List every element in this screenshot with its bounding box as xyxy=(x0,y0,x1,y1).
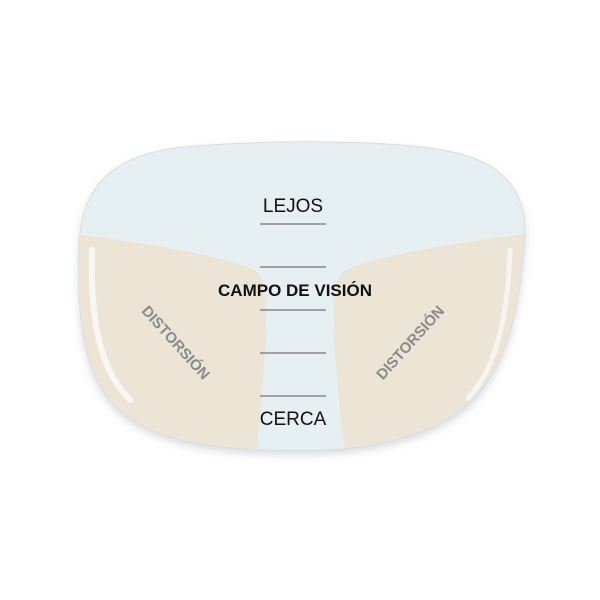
vision-corridor xyxy=(256,300,346,450)
far-label: LEJOS xyxy=(263,196,323,217)
distortion-zone xyxy=(79,232,525,450)
field-of-vision-label: CAMPO DE VISIÓN xyxy=(218,281,372,300)
near-label: CERCA xyxy=(260,409,327,430)
lens-highlight xyxy=(88,247,133,403)
lens-highlight xyxy=(465,247,513,401)
